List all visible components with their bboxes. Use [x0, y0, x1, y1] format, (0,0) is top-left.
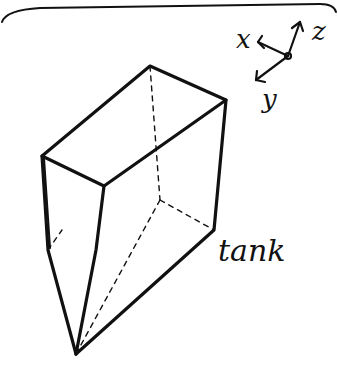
axis-label: x: [236, 26, 251, 52]
hidden-edges: [48, 66, 214, 354]
axis-label: y: [262, 86, 277, 112]
paper-edge: [2, 4, 336, 22]
axis-label: z: [312, 18, 326, 44]
axis-triad: [256, 22, 303, 82]
tank-prism: [42, 66, 226, 354]
part-label: tank: [218, 236, 285, 266]
